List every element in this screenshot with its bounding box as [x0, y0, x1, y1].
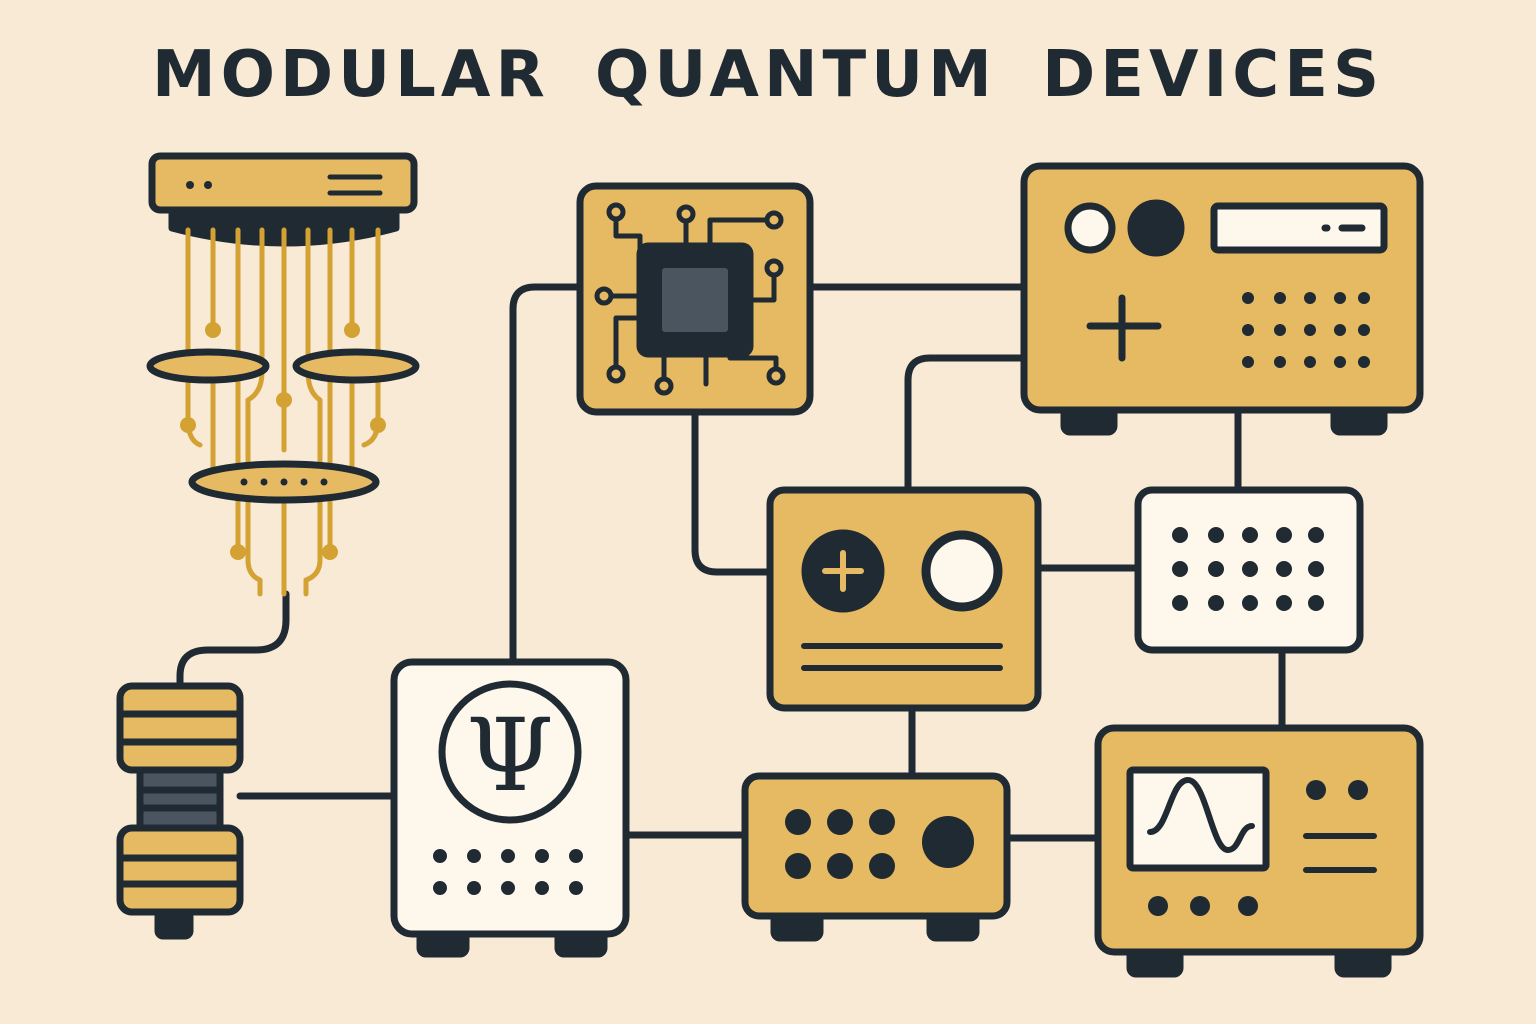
- link-chip-signal: [691, 408, 774, 576]
- pulse-knobs: [785, 809, 895, 879]
- connector-top-cap: [116, 682, 244, 774]
- indicator-dot: [186, 181, 194, 189]
- rack-dial-dark: [1127, 199, 1185, 257]
- link-chip-wavefunction: [509, 283, 584, 664]
- wavefunction-unit: Ψ: [390, 658, 630, 958]
- vent-lines: [327, 174, 383, 196]
- fridge-top-plate: [148, 152, 418, 214]
- waveform-icon: [1147, 777, 1255, 853]
- link-fridge-connector: [176, 590, 290, 692]
- wire-junction-dots: [180, 322, 386, 560]
- signal-dial-light: [921, 530, 1003, 612]
- signal-module: [766, 486, 1042, 712]
- port-panel: [1134, 486, 1364, 654]
- quantum-chip: [576, 182, 814, 416]
- cryo-connector: [116, 682, 244, 940]
- dilution-refrigerator: [146, 152, 420, 597]
- control-rack: [1020, 162, 1424, 436]
- oscilloscope: [1094, 724, 1424, 978]
- signal-module-body: [766, 486, 1042, 712]
- diagram-title: MODULAR QUANTUM DEVICES: [151, 38, 1385, 112]
- indicator-dot: [204, 181, 212, 189]
- link-rack-signal: [904, 354, 1028, 494]
- scope-label-lines: [1303, 833, 1377, 873]
- signal-label-lines: [801, 643, 1003, 671]
- fridge-base-disk: [168, 204, 400, 247]
- port-grid-dots: [1172, 527, 1324, 611]
- rack-port-dots: [1242, 292, 1370, 368]
- scope-screen: [1126, 766, 1270, 872]
- gold-wires: [185, 227, 381, 597]
- wf-port-dots: [433, 849, 583, 895]
- cold-plate-right: [292, 348, 420, 384]
- processor-core: [662, 268, 728, 332]
- cold-plate-left: [146, 348, 270, 384]
- pulse-body: [741, 772, 1011, 920]
- rack-dial-light: [1064, 202, 1116, 254]
- scope-knobs: [1148, 780, 1368, 916]
- pulse-generator: [741, 772, 1011, 942]
- psi-icon: Ψ: [466, 697, 554, 814]
- connector-bottom-cap: [116, 824, 244, 916]
- trace-pads: [594, 202, 786, 396]
- plus-icon: [1086, 294, 1162, 362]
- psi-ring: [438, 680, 582, 824]
- connector-foot: [154, 908, 194, 940]
- connection-lines: [176, 283, 1286, 842]
- pulse-main-dial: [922, 816, 974, 868]
- plate-dots: [240, 478, 328, 486]
- connector-core: [136, 766, 224, 832]
- rack-display: [1210, 202, 1388, 254]
